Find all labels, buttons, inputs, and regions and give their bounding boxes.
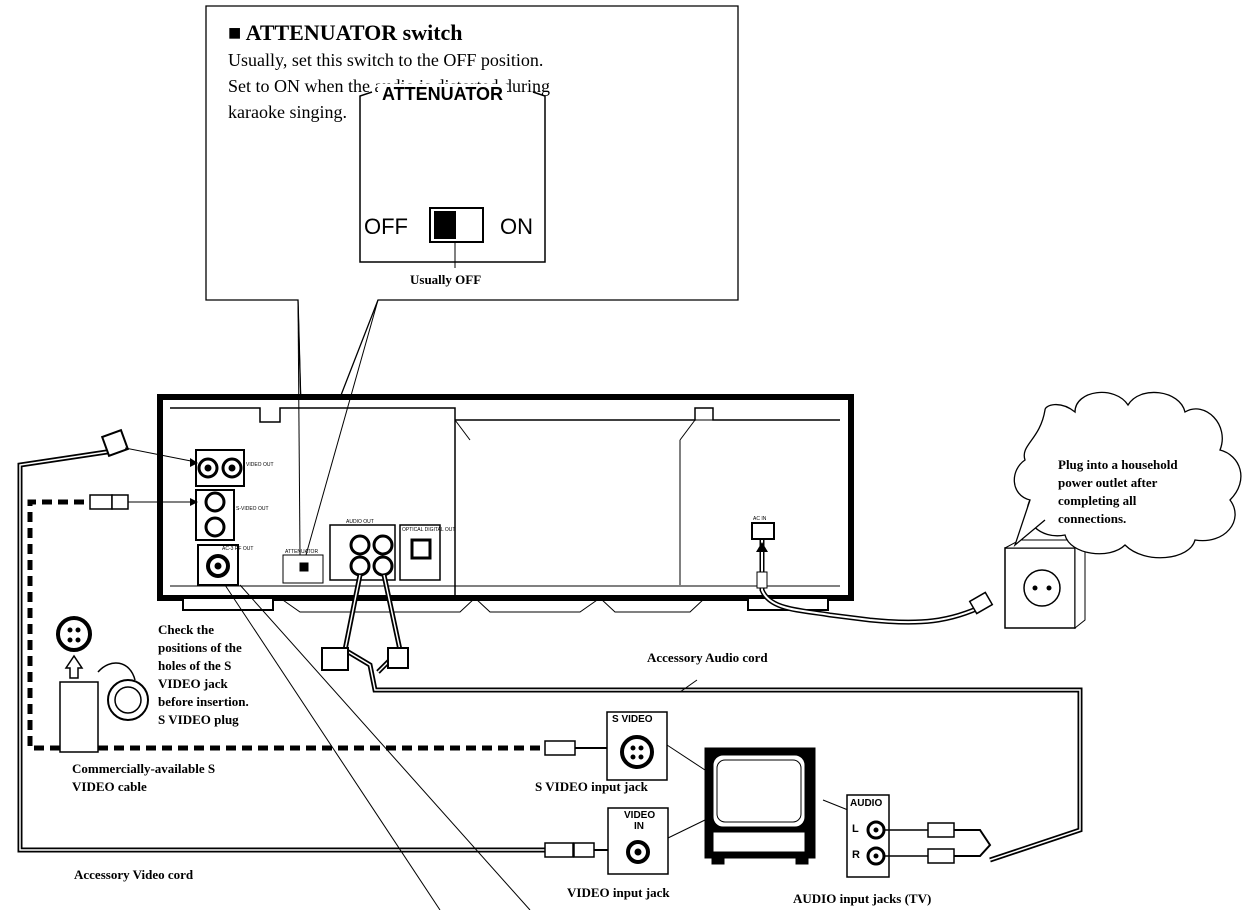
check-note-line: before insertion. bbox=[158, 694, 249, 709]
s-video-cable-label-2: VIDEO cable bbox=[72, 779, 147, 794]
right-jack-label: R bbox=[852, 849, 860, 861]
optical-out-label: OPTICAL DIGITAL OUT bbox=[402, 527, 456, 533]
audio-jack-label: AUDIO bbox=[850, 798, 883, 809]
switch-frame bbox=[359, 91, 546, 263]
video-input-label: VIDEO input jack bbox=[567, 885, 670, 900]
cloud-line: completing all bbox=[1058, 493, 1137, 508]
player-jacks bbox=[195, 449, 775, 586]
s-video-out-label: S-VIDEO OUT bbox=[236, 506, 269, 512]
s-video-input-label: S VIDEO input jack bbox=[535, 779, 648, 794]
audio-cord-label: Accessory Audio cord bbox=[647, 650, 768, 665]
cloud-line: connections. bbox=[1058, 511, 1127, 526]
switch-off-label: OFF bbox=[364, 214, 408, 239]
attenuator-panel-label: ATTENUATOR bbox=[285, 549, 319, 555]
callout-text-3: karaoke singing. bbox=[228, 102, 347, 122]
video-cord-label: Accessory Video cord bbox=[74, 867, 194, 882]
switch-on-label: ON bbox=[500, 214, 533, 239]
s-video-plug-illustration bbox=[56, 616, 149, 753]
ac3-rf-out-label: AC-3 RF OUT bbox=[222, 546, 254, 552]
s-video-cable bbox=[27, 499, 548, 751]
check-note-line: VIDEO jack bbox=[158, 676, 228, 691]
check-note-line: positions of the bbox=[158, 640, 242, 655]
s-video-jack-label: S VIDEO bbox=[612, 714, 653, 725]
switch-heading: ATTENUATOR bbox=[378, 84, 507, 105]
video-in-jack-box bbox=[607, 807, 706, 875]
check-note-line: Check the bbox=[158, 622, 214, 637]
usually-off-note: Usually OFF bbox=[410, 272, 482, 287]
check-note-line: S VIDEO plug bbox=[158, 712, 239, 727]
s-video-input-jack-box bbox=[606, 711, 706, 781]
cloud-line: power outlet after bbox=[1058, 475, 1158, 490]
audio-out-label: AUDIO OUT bbox=[346, 519, 374, 525]
attenuator-title: ■ ATTENUATOR switch bbox=[228, 20, 463, 45]
ac-in-label: AC IN bbox=[753, 516, 767, 522]
callout-text-1: Usually, set this switch to the OFF posi… bbox=[228, 50, 544, 70]
check-note-line: holes of the S bbox=[158, 658, 232, 673]
tv-illustration bbox=[704, 747, 849, 865]
audio-input-jack-box bbox=[846, 794, 992, 878]
video-out-label: VIDEO OUT bbox=[246, 462, 274, 468]
audio-input-label: AUDIO input jacks (TV) bbox=[793, 891, 932, 906]
left-jack-label: L bbox=[852, 823, 859, 835]
video-in-jack-label: VIDEO IN bbox=[624, 810, 656, 832]
s-video-cable-label-1: Commercially-available S bbox=[72, 761, 216, 776]
player-body bbox=[157, 394, 854, 613]
cloud-line: Plug into a household bbox=[1058, 457, 1178, 472]
